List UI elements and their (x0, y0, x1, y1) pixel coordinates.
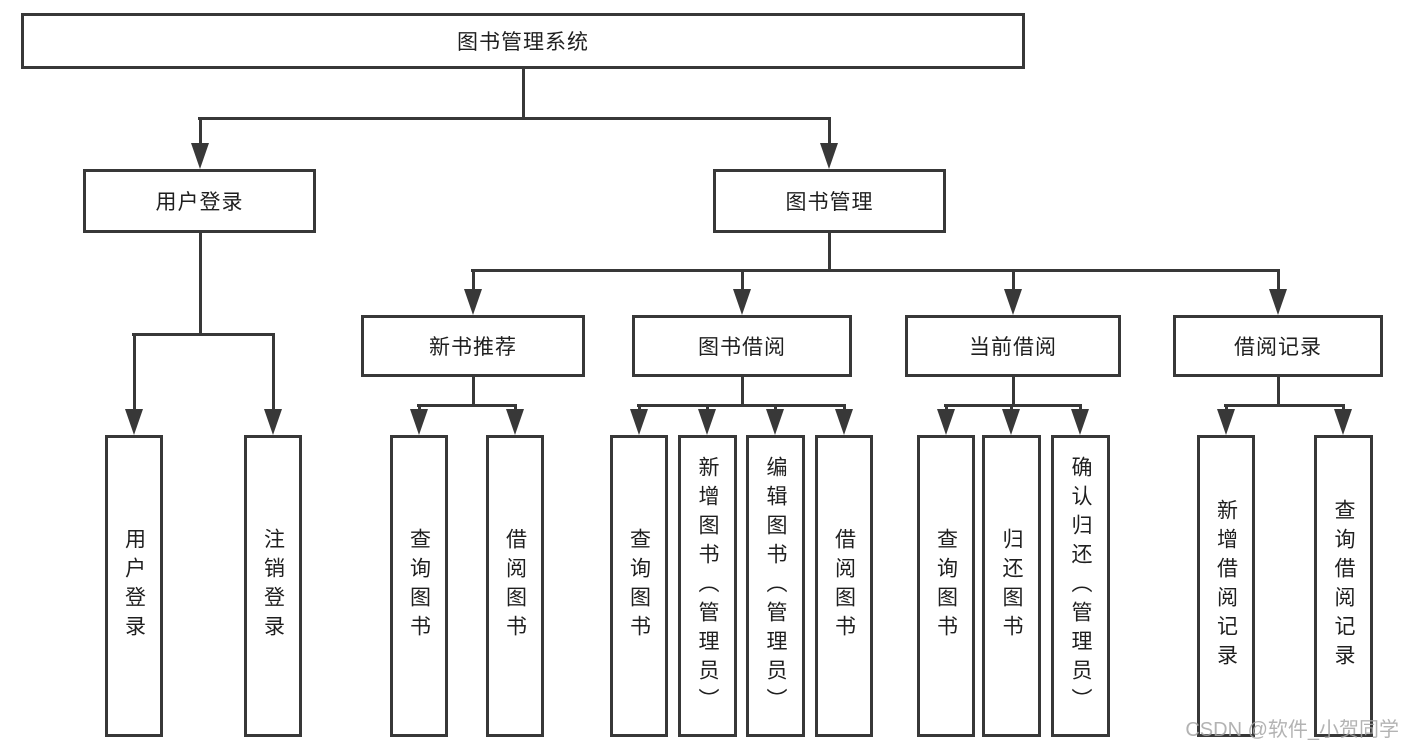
node-label: 编辑图书（管理员） (764, 455, 787, 717)
node-label: 图书借阅 (698, 336, 786, 359)
node-label: 借阅图书 (832, 528, 856, 644)
leaf-confirm-return-admin: 确认归还（管理员） (1051, 435, 1110, 737)
node-label: 借阅记录 (1234, 336, 1322, 359)
node-user-login: 用户登录 (83, 169, 316, 233)
connector-arrowhead (766, 409, 784, 435)
connector-line (1010, 404, 1013, 412)
node-current-borrowing: 当前借阅 (905, 315, 1121, 377)
node-label: 新书推荐 (429, 336, 517, 359)
connector-line (1012, 269, 1015, 292)
node-book-borrowing: 图书借阅 (632, 315, 852, 377)
connector-line (199, 233, 202, 335)
connector-arrowhead (410, 409, 428, 435)
node-label: 查询图书 (407, 528, 431, 644)
connector-line (514, 404, 517, 412)
node-library-management-system: 图书管理系统 (21, 13, 1025, 69)
connector-line (1224, 404, 1345, 407)
node-label: 图书管理 (785, 191, 874, 214)
node-label: 借阅图书 (503, 528, 527, 644)
node-label: 查询借阅记录 (1332, 499, 1355, 673)
connector-line (843, 404, 846, 412)
node-label: 用户登录 (122, 528, 146, 644)
connector-arrowhead (191, 143, 209, 169)
connector-line (741, 269, 744, 292)
connector-arrowhead (1269, 289, 1287, 315)
connector-line (1277, 377, 1280, 407)
leaf-return-book: 归还图书 (982, 435, 1041, 737)
connector-line (199, 117, 202, 149)
node-book-management: 图书管理 (713, 169, 946, 233)
node-label: 查询图书 (627, 528, 651, 644)
connector-arrowhead (1071, 409, 1089, 435)
leaf-query-books-borrow: 查询图书 (610, 435, 668, 737)
node-label: 新增图书（管理员） (696, 455, 719, 717)
connector-line (272, 333, 275, 411)
leaf-query-borrow-record: 查询借阅记录 (1314, 435, 1373, 737)
connector-arrowhead (1004, 289, 1022, 315)
connector-line (828, 233, 831, 272)
connector-arrowhead (464, 289, 482, 315)
node-borrowing-records: 借阅记录 (1173, 315, 1383, 377)
connector-arrowhead (1334, 409, 1352, 435)
connector-line (1012, 377, 1015, 407)
connector-arrowhead (506, 409, 524, 435)
connector-line (774, 404, 777, 412)
connector-line (471, 269, 1280, 272)
connector-arrowhead (1217, 409, 1235, 435)
connector-line (198, 117, 831, 120)
node-label: 新增借阅记录 (1214, 499, 1238, 673)
leaf-user-login: 用户登录 (105, 435, 163, 737)
node-label: 当前借阅 (969, 336, 1057, 359)
node-label: 确认归还（管理员） (1069, 455, 1092, 717)
node-label: 归还图书 (1000, 528, 1023, 644)
connector-line (741, 377, 744, 407)
node-label: 查询图书 (934, 528, 958, 644)
connector-arrowhead (264, 409, 282, 435)
connector-line (1079, 404, 1082, 412)
leaf-query-books-current: 查询图书 (917, 435, 975, 737)
leaf-borrow-books-recommend: 借阅图书 (486, 435, 544, 737)
connector-line (472, 269, 475, 292)
connector-line (637, 404, 846, 407)
connector-arrowhead (937, 409, 955, 435)
connector-line (418, 404, 421, 412)
connector-line (1342, 404, 1345, 412)
leaf-add-borrow-record: 新增借阅记录 (1197, 435, 1255, 737)
connector-line (132, 333, 274, 336)
leaf-edit-book-admin: 编辑图书（管理员） (746, 435, 805, 737)
connector-line (828, 117, 831, 149)
connector-arrowhead (698, 409, 716, 435)
connector-arrowhead (835, 409, 853, 435)
connector-line (1277, 269, 1280, 292)
node-label: 注销登录 (261, 528, 285, 644)
connector-line (472, 376, 475, 407)
connector-line (944, 404, 1082, 407)
node-new-book-recommendation: 新书推荐 (361, 315, 585, 377)
connector-arrowhead (820, 143, 838, 169)
connector-line (133, 333, 136, 411)
watermark: CSDN @软件_小贺同学 (1185, 719, 1399, 741)
connector-arrowhead (733, 289, 751, 315)
connector-line (417, 404, 517, 407)
leaf-add-book-admin: 新增图书（管理员） (678, 435, 737, 737)
connector-arrowhead (125, 409, 143, 435)
connector-arrowhead (1002, 409, 1020, 435)
connector-arrowhead (630, 409, 648, 435)
leaf-logout: 注销登录 (244, 435, 302, 737)
node-label: 用户登录 (155, 191, 244, 214)
connector-line (706, 404, 709, 412)
connector-line (638, 404, 641, 412)
leaf-query-books-recommend: 查询图书 (390, 435, 448, 737)
connector-line (1225, 404, 1228, 412)
leaf-borrow-books: 借阅图书 (815, 435, 873, 737)
connector-line (522, 69, 525, 120)
node-label: 图书管理系统 (457, 31, 589, 54)
connector-line (945, 404, 948, 412)
